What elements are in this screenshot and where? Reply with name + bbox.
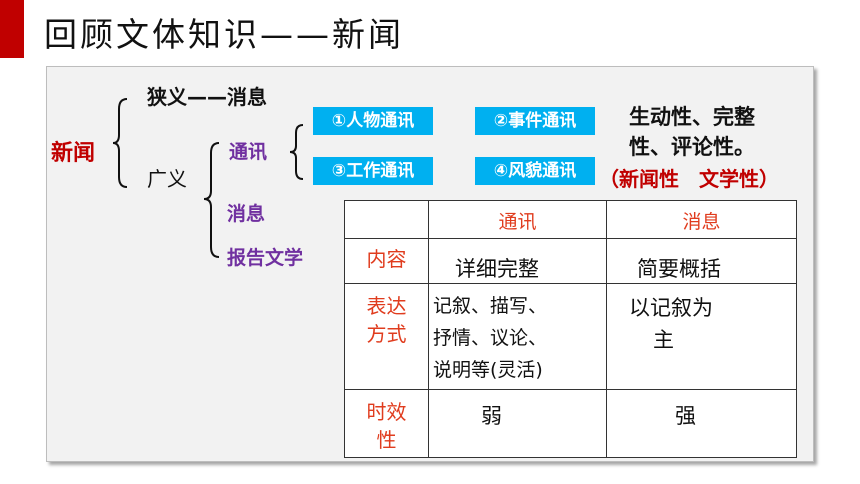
- brace-broad: [203, 142, 220, 258]
- traits-line-3: （新闻性 文学性）: [599, 167, 779, 191]
- row-label-expression: 表达 方式: [344, 283, 429, 390]
- traits-line-2: 性、评论性。: [629, 135, 755, 159]
- tag-event-report: ②事件通讯: [475, 107, 595, 135]
- page-title: 回顾文体知识——新闻: [44, 15, 404, 54]
- comparison-table: 通讯 消息 内容 详细完整 简要概括 表达 方式 记叙、描写、 抒情、议论、 说…: [344, 200, 797, 458]
- traits-line-1: 生动性、完整: [629, 105, 755, 129]
- header-tongxun: 通讯: [428, 200, 607, 239]
- brace-main: [112, 98, 128, 188]
- row-label-timeliness: 时效 性: [344, 389, 429, 458]
- root-label-news: 新闻: [51, 141, 96, 166]
- content-tongxun: 详细完整: [428, 238, 607, 284]
- table-row: 时效 性 弱 强: [344, 389, 797, 458]
- timeliness-tongxun: 弱: [428, 389, 607, 458]
- table-row: 表达 方式 记叙、描写、 抒情、议论、 说明等(灵活) 以记叙为 主: [344, 283, 797, 390]
- tongxun-label: 通讯: [229, 141, 268, 163]
- header-xiaoxi: 消息: [606, 200, 797, 239]
- tag-work-report: ③工作通讯: [313, 157, 433, 185]
- table-row: 内容 详细完整 简要概括: [344, 238, 797, 284]
- expression-tongxun: 记叙、描写、 抒情、议论、 说明等(灵活): [428, 283, 607, 390]
- title-accent-bar: [0, 0, 24, 58]
- expression-xiaoxi: 以记叙为 主: [606, 283, 797, 390]
- timeliness-xiaoxi: 强: [606, 389, 797, 458]
- tag-people-report: ①人物通讯: [313, 107, 433, 135]
- table-corner-cell: [344, 200, 429, 239]
- narrow-sense-label: 狭义——消息: [147, 85, 267, 109]
- row-label-content: 内容: [344, 238, 429, 284]
- table-header-row: 通讯 消息: [344, 200, 797, 239]
- content-xiaoxi: 简要概括: [606, 238, 797, 284]
- tag-scenery-report: ④风貌通讯: [475, 157, 595, 185]
- brace-tongxun: [289, 124, 304, 180]
- baogao-label: 报告文学: [227, 247, 304, 269]
- xiaoxi-label: 消息: [227, 203, 266, 225]
- broad-sense-label: 广义: [147, 167, 187, 191]
